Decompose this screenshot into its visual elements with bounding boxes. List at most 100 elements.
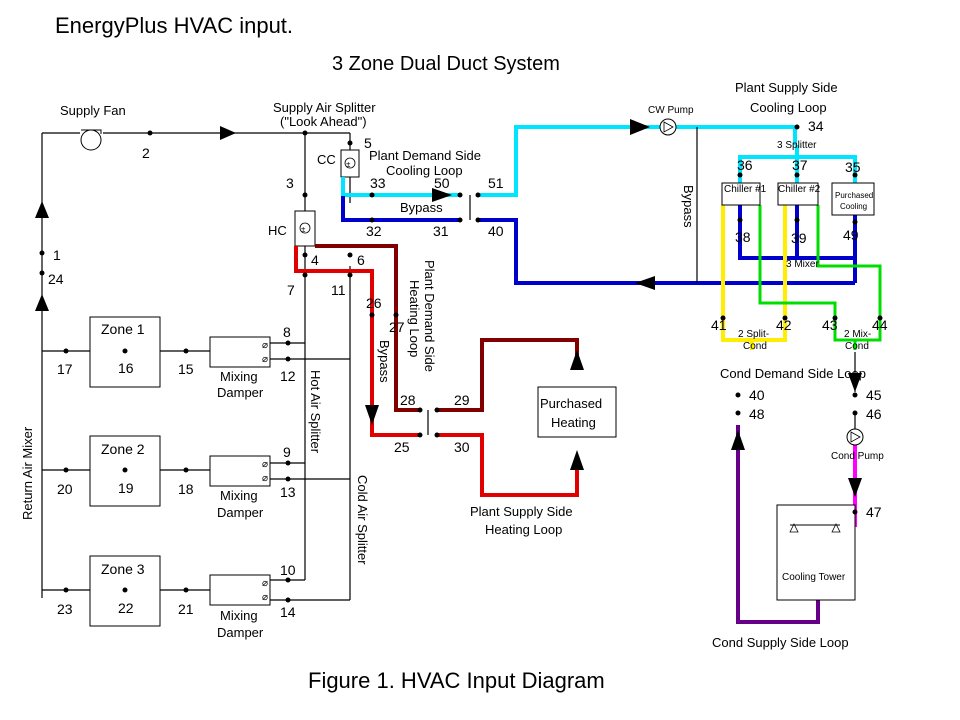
svg-text:⌀: ⌀ — [262, 340, 268, 351]
node-label: 3 — [286, 175, 294, 191]
node-label: 10 — [280, 562, 296, 578]
cooling-supply-bypass-label: Bypass — [681, 185, 696, 228]
plant-supply-cooling-sublabel: Cooling Loop — [750, 100, 827, 115]
node-label: 24 — [48, 271, 64, 287]
cond-pump — [846, 428, 864, 446]
zone-2: Zone 2 19 — [89, 435, 161, 507]
plant-demand-cooling-pipes — [341, 125, 855, 285]
cond-return-arrow-icon — [848, 373, 862, 392]
svg-text:⌀: ⌀ — [262, 578, 268, 589]
svg-text:Cooling: Cooling — [840, 202, 867, 211]
node-label: 41 — [711, 317, 727, 333]
node-label: 6 — [357, 252, 365, 268]
node-label: 35 — [845, 159, 861, 175]
chiller-2: Chiller #2 — [777, 182, 821, 206]
cond-mix-sublabel: Cond — [845, 341, 869, 352]
node-label: 40 — [488, 223, 504, 239]
supply-air-splitter-label: Supply Air Splitter — [273, 100, 376, 115]
cond-mix-label: 2 Mix- — [844, 329, 871, 340]
node-label: 5 — [364, 135, 372, 151]
svg-text:Zone 1: Zone 1 — [101, 321, 145, 337]
svg-text:Chiller #2: Chiller #2 — [778, 184, 821, 195]
node-label: 47 — [866, 504, 882, 520]
cooling-splitter-pipes — [721, 145, 882, 350]
node-label: 27 — [389, 319, 405, 335]
mixing-damper-1: ⌀⌀ Mixing Damper — [209, 336, 271, 400]
node-label: 38 — [735, 229, 751, 245]
heating-return-arrow-icon — [570, 350, 584, 370]
node-label: 50 — [434, 175, 450, 191]
node-label: 25 — [394, 439, 410, 455]
return-arrow-up-icon — [35, 294, 49, 311]
cond-split-label: 2 Split- — [738, 329, 769, 340]
cond-pump-arrow-icon — [848, 478, 862, 497]
svg-text:Heating: Heating — [551, 415, 596, 430]
diagram-subtitle: 3 Zone Dual Duct System — [332, 53, 560, 75]
node-label: 31 — [433, 223, 449, 239]
node-label: 1 — [53, 247, 61, 263]
plant-supply-heating-sublabel: Heating Loop — [485, 522, 562, 537]
node-label: 43 — [822, 317, 838, 333]
heating-bypass-label: Bypass — [377, 340, 392, 383]
supply-arrow-icon — [220, 126, 236, 140]
node-label: 28 — [400, 392, 416, 408]
svg-text:Damper: Damper — [217, 505, 264, 520]
node-label: 15 — [178, 361, 194, 377]
hot-air-splitter-label: Hot Air Splitter — [308, 370, 323, 454]
heating-supply-up-arrow-icon — [570, 450, 584, 470]
heating-coil: ± — [294, 210, 316, 247]
plant-demand-cooling-label: Plant Demand Side — [369, 148, 481, 163]
node-label: 45 — [866, 387, 882, 403]
heating-supply-arrow-icon — [365, 405, 379, 425]
svg-text:Mixing: Mixing — [220, 608, 258, 623]
cold-air-splitter-label: Cold Air Splitter — [355, 475, 370, 565]
node-label: 39 — [791, 230, 807, 246]
node-label: 51 — [488, 175, 504, 191]
node-label: 33 — [370, 175, 386, 191]
node-label: 2 — [142, 145, 150, 161]
plant-supply-cooling-label: Plant Supply Side — [735, 80, 838, 95]
svg-text:Chiller #1: Chiller #1 — [724, 184, 767, 195]
svg-text:Mixing: Mixing — [220, 369, 258, 384]
cooling-tower: Cooling Tower — [776, 504, 856, 601]
purchased-heating: Purchased Heating — [537, 386, 617, 438]
node-label: 44 — [872, 317, 888, 333]
node-label: 8 — [283, 324, 291, 340]
cooling-splitter-label: 3 Splitter — [777, 140, 817, 151]
cond-supply-arrow-icon — [731, 430, 745, 450]
cooling-bypass-label: Bypass — [400, 200, 443, 215]
cooling-mixer-label: 3 Mixer — [786, 259, 819, 270]
air-loop-ducts — [41, 132, 351, 601]
svg-text:±: ± — [346, 160, 351, 169]
node-label: 20 — [57, 481, 73, 497]
supply-air-splitter-sublabel: ("Look Ahead") — [280, 114, 367, 129]
node-numbers: 1 24 2 3 5 4 6 7 11 33 50 51 32 31 40 26… — [48, 118, 888, 620]
cooling-coil: ± — [340, 149, 360, 178]
page-title: EnergyPlus HVAC input. — [55, 13, 293, 38]
node-label: 12 — [280, 368, 296, 384]
node-label: 48 — [749, 406, 765, 422]
node-label: 9 — [283, 444, 291, 460]
cond-split-sublabel: Cond — [743, 341, 767, 352]
svg-text:Damper: Damper — [217, 625, 264, 640]
svg-text:⌀: ⌀ — [262, 459, 268, 470]
svg-text:Purchased: Purchased — [835, 191, 873, 200]
purchased-cooling: Purchased Cooling — [831, 182, 875, 216]
figure-caption: Figure 1. HVAC Input Diagram — [308, 668, 605, 693]
return-arrow-up-icon — [35, 201, 49, 218]
svg-text:Cooling Tower: Cooling Tower — [782, 572, 846, 583]
mixing-damper-3: ⌀⌀ Mixing Damper — [209, 574, 271, 640]
node-label: 30 — [454, 439, 470, 455]
node-label: 36 — [737, 157, 753, 173]
node-label: 29 — [454, 392, 470, 408]
node-label: 13 — [280, 484, 296, 500]
cooling-supply-arrow-icon — [432, 188, 452, 202]
cooling-pump-arrow-icon — [630, 119, 650, 135]
node-label: 18 — [178, 481, 194, 497]
svg-text:Mixing: Mixing — [220, 488, 258, 503]
supply-fan-label: Supply Fan — [60, 103, 126, 118]
node-label: 23 — [57, 601, 73, 617]
chiller-1: Chiller #1 — [721, 182, 767, 206]
svg-text:±: ± — [301, 225, 306, 234]
cond-supply-label: Cond Supply Side Loop — [712, 635, 849, 650]
